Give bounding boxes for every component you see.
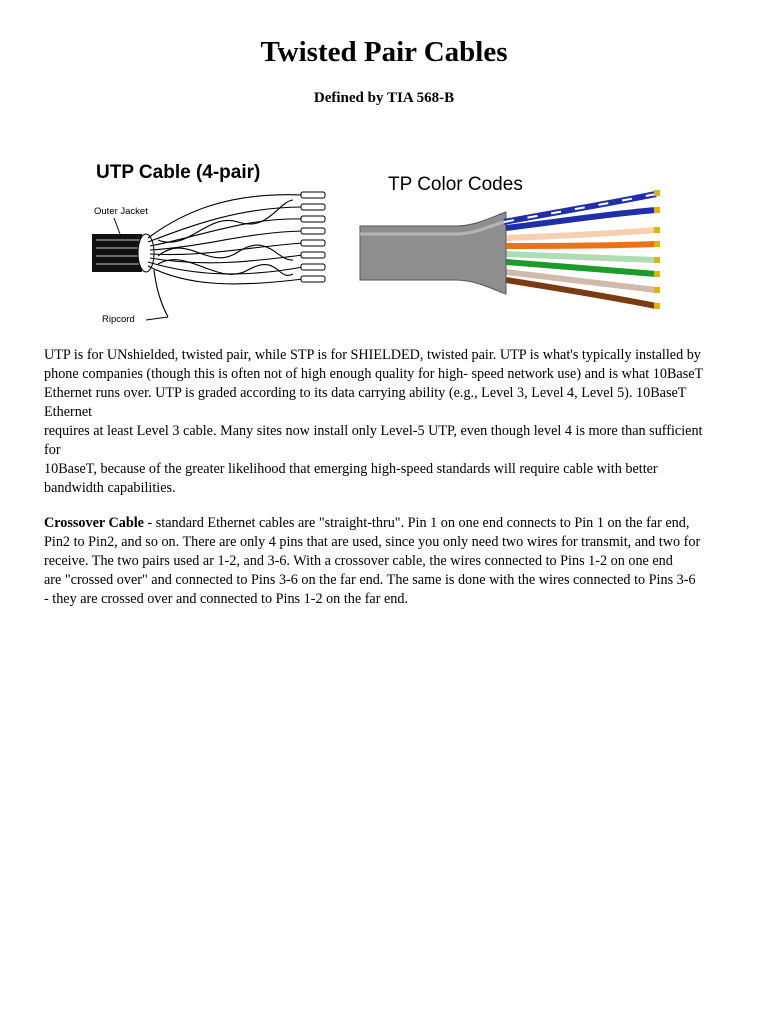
text-line: - they are crossed over and connected to… [44,591,409,607]
ripcord-label: Ripcord [102,314,135,325]
utp-cable-illustration: UTP Cable (4-pair) Outer Jacket Ripcord [92,162,326,325]
crossover-cable-paragraph: Crossover Cable - standard Ethernet cabl… [44,514,734,609]
outer-jacket-label: Outer Jacket [94,206,148,217]
text-line: Ethernet runs over. UTP is graded accord… [44,385,687,401]
tp-wire-pairs [503,191,657,309]
page-title: Twisted Pair Cables [260,36,508,68]
crossover-first-line-text: - standard Ethernet cables are "straight… [143,515,690,531]
tp-cable-jacket [359,211,507,295]
text-line: Crossover Cable - standard Ethernet cabl… [44,514,734,533]
text-line: receive. The two pairs used ar 1-2, and … [44,553,673,569]
text-line: requires at least Level 3 cable. Many si… [44,423,703,439]
page-subtitle: Defined by TIA 568-B [313,90,455,106]
tp-color-codes-illustration: TP Color Codes [359,174,660,309]
text-line: Ethernet [44,404,93,420]
text-line: Pin2 to Pin2, and so on. There are only … [44,534,701,550]
text-line: bandwidth capabilities. [44,480,176,496]
text-line: UTP is for UNshielded, twisted pair, whi… [44,347,701,363]
utp-cable-body [92,191,326,321]
crossover-cable-term: Crossover Cable [44,515,144,531]
tp-wire-tips [654,190,660,309]
tp-figure-heading: TP Color Codes [388,174,523,195]
text-line: for [44,442,61,458]
utp-figure-heading: UTP Cable (4-pair) [96,162,260,183]
text-line: 10BaseT, because of the greater likeliho… [44,461,658,477]
text-line: phone companies (though this is often no… [44,366,704,382]
text-line: are "crossed over" and connected to Pins… [44,572,696,588]
utp-description-paragraph: UTP is for UNshielded, twisted pair, whi… [44,346,734,498]
